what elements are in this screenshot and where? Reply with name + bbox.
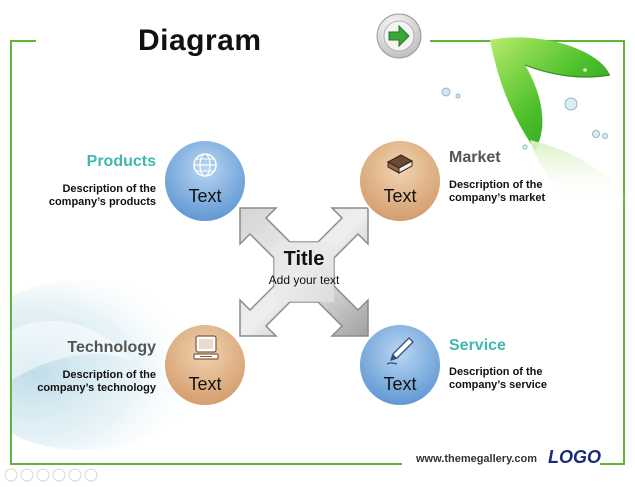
market-desc-line-1: Description of the bbox=[449, 179, 543, 191]
products-label: Products bbox=[86, 153, 156, 170]
technology-desc-line-2: company’s technology bbox=[37, 382, 156, 394]
frame-bottom-left bbox=[10, 463, 402, 465]
next-slide-button[interactable] bbox=[375, 12, 423, 60]
technology-label: Technology bbox=[67, 339, 156, 356]
service-label: Service bbox=[449, 337, 506, 354]
products-circle-text: Text bbox=[188, 186, 222, 206]
market-description: Description of the company’s market bbox=[449, 179, 599, 205]
globe-icon bbox=[193, 153, 217, 177]
market-circle-text: Text bbox=[383, 186, 417, 206]
service-desc-line-1: Description of the bbox=[449, 366, 543, 378]
frame-bottom-right bbox=[600, 463, 625, 465]
service-circle-text: Text bbox=[383, 374, 417, 394]
footer-logo: LOGO bbox=[548, 447, 601, 467]
market-circle: Text bbox=[357, 138, 443, 224]
arrow-right-icon bbox=[376, 13, 422, 59]
pen-icon bbox=[386, 337, 414, 365]
products-circle: Text bbox=[162, 138, 248, 224]
products-description: Description of the company’s products bbox=[20, 183, 156, 209]
center-title: Title bbox=[283, 248, 325, 270]
slideshow-controls bbox=[4, 468, 100, 487]
products-desc-line-2: company’s products bbox=[48, 196, 156, 208]
frame-left bbox=[10, 40, 12, 465]
service-circle: Text bbox=[357, 322, 443, 408]
technology-desc-line-1: Description of the bbox=[62, 369, 156, 381]
frame-right bbox=[623, 40, 625, 465]
leaf-decoration bbox=[441, 37, 630, 205]
computer-icon bbox=[193, 335, 219, 360]
frame-top-left bbox=[10, 40, 36, 42]
market-desc-line-2: company’s market bbox=[449, 192, 546, 204]
technology-circle: Text bbox=[162, 322, 248, 408]
footer-url: www.themegallery.com bbox=[416, 453, 538, 465]
service-description: Description of the company’s service bbox=[449, 366, 599, 392]
book-icon bbox=[386, 154, 414, 174]
slide-title: Diagram bbox=[138, 24, 262, 57]
service-desc-line-2: company’s service bbox=[449, 379, 548, 391]
center-subtitle: Add your text bbox=[268, 273, 340, 287]
products-desc-line-1: Description of the bbox=[62, 183, 156, 195]
center-cross-shape bbox=[239, 207, 369, 337]
market-label: Market bbox=[449, 149, 501, 166]
technology-description: Description of the company’s technology bbox=[16, 369, 156, 395]
wave-decoration bbox=[12, 280, 202, 450]
technology-circle-text: Text bbox=[188, 374, 222, 394]
